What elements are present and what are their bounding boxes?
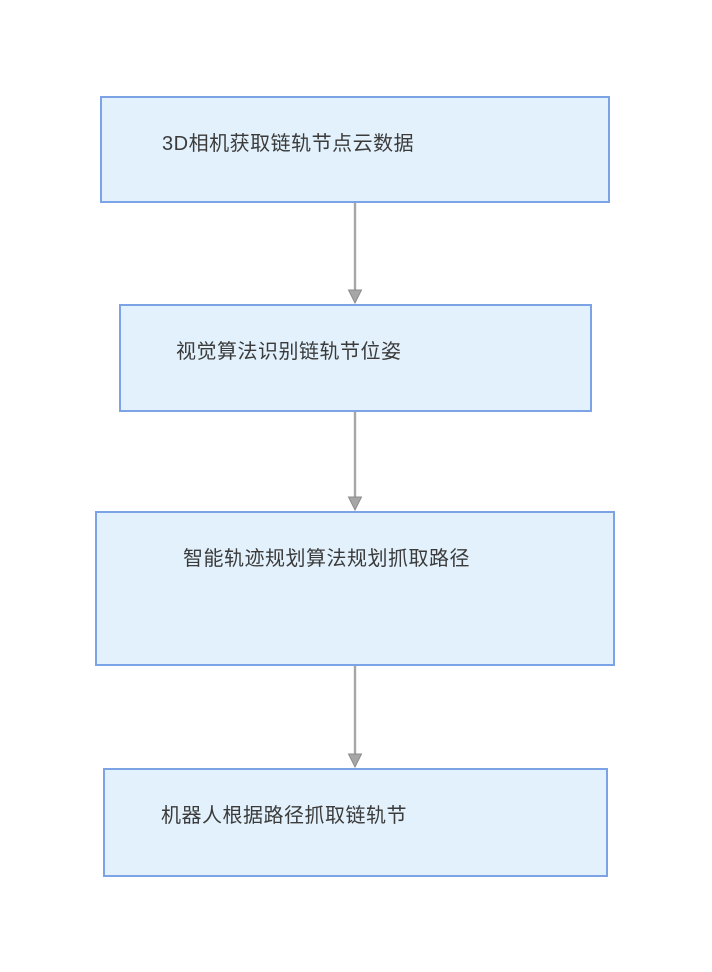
connector-arrow-2 (347, 412, 363, 511)
flow-node-point-cloud-acquisition: 3D相机获取链轨节点云数据 (100, 96, 610, 203)
flow-node-pose-recognition: 视觉算法识别链轨节位姿 (119, 304, 592, 412)
node-label: 智能轨迹规划算法规划抓取路径 (183, 548, 470, 570)
connector-arrow-1 (347, 203, 363, 304)
node-label: 视觉算法识别链轨节位姿 (176, 341, 402, 363)
flow-node-trajectory-planning: 智能轨迹规划算法规划抓取路径 (95, 511, 615, 666)
flow-node-robot-grasping: 机器人根据路径抓取链轨节 (103, 768, 608, 877)
connector-arrow-3 (347, 666, 363, 768)
node-label: 机器人根据路径抓取链轨节 (161, 805, 407, 827)
node-label: 3D相机获取链轨节点云数据 (162, 133, 415, 155)
